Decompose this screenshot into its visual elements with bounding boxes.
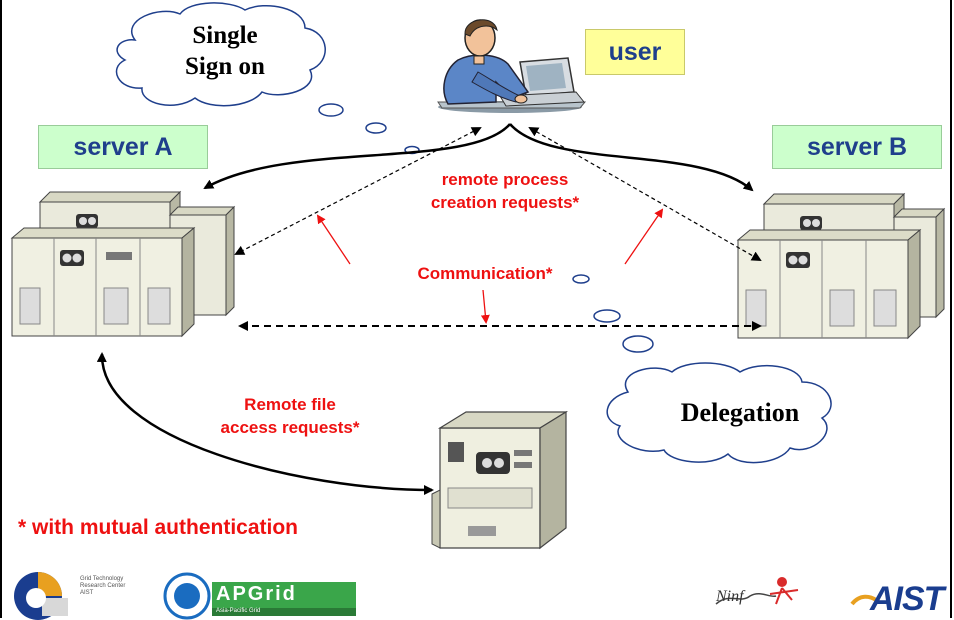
user-server-b-dashed-arrow [528, 127, 762, 261]
single-sign-on-text: Single Sign on [150, 20, 300, 82]
ninf-logo [715, 577, 799, 605]
red-pointer-down [480, 289, 490, 324]
ninf-logo-text: Ninf [716, 588, 744, 605]
mutual-authentication-note: * with mutual authentication [18, 516, 299, 539]
single-sign-on-line1: Single [192, 22, 258, 49]
file-server-to-server-a-arrow [96, 352, 434, 495]
remote-process-line2: creation requests* [430, 193, 580, 212]
aist-logo [850, 594, 878, 606]
single-sign-on-line2: Sign on [185, 53, 265, 80]
dashed-request-arrows [234, 127, 762, 331]
remote-process-annotation: remote process creation requests* [385, 168, 625, 214]
file-server-illustration [431, 410, 569, 550]
delegation-cloud [572, 274, 832, 464]
server-a-label: server A [38, 125, 208, 169]
annotation-pointers [316, 208, 664, 324]
apgrid-logo [163, 572, 356, 620]
gtrc-logo [14, 572, 68, 620]
red-pointer-left [316, 214, 351, 265]
remote-file-line2: access requests* [220, 418, 360, 437]
user-server-a-dashed-arrow [234, 127, 482, 255]
remote-file-annotation: Remote file access requests* [190, 393, 390, 439]
remote-process-line1: remote process [441, 170, 569, 189]
remote-file-line1: Remote file [244, 395, 336, 414]
apgrid-logo-subtext: Asia-Pacific Grid [216, 608, 261, 614]
apgrid-logo-text: APGrid [216, 583, 297, 605]
server-b-illustration [736, 192, 946, 340]
gtrc-logo-text: Grid Technology Research Center AIST [80, 576, 126, 596]
user-label: user [585, 29, 685, 75]
red-pointer-right [624, 208, 664, 265]
server-b-label: server B [772, 125, 942, 169]
aist-logo-text: AIST [870, 580, 944, 618]
delegation-text: Delegation [680, 398, 800, 427]
user-computer-illustration [437, 19, 587, 113]
communication-annotation: Communication* [417, 264, 553, 283]
server-a-illustration [10, 190, 236, 338]
